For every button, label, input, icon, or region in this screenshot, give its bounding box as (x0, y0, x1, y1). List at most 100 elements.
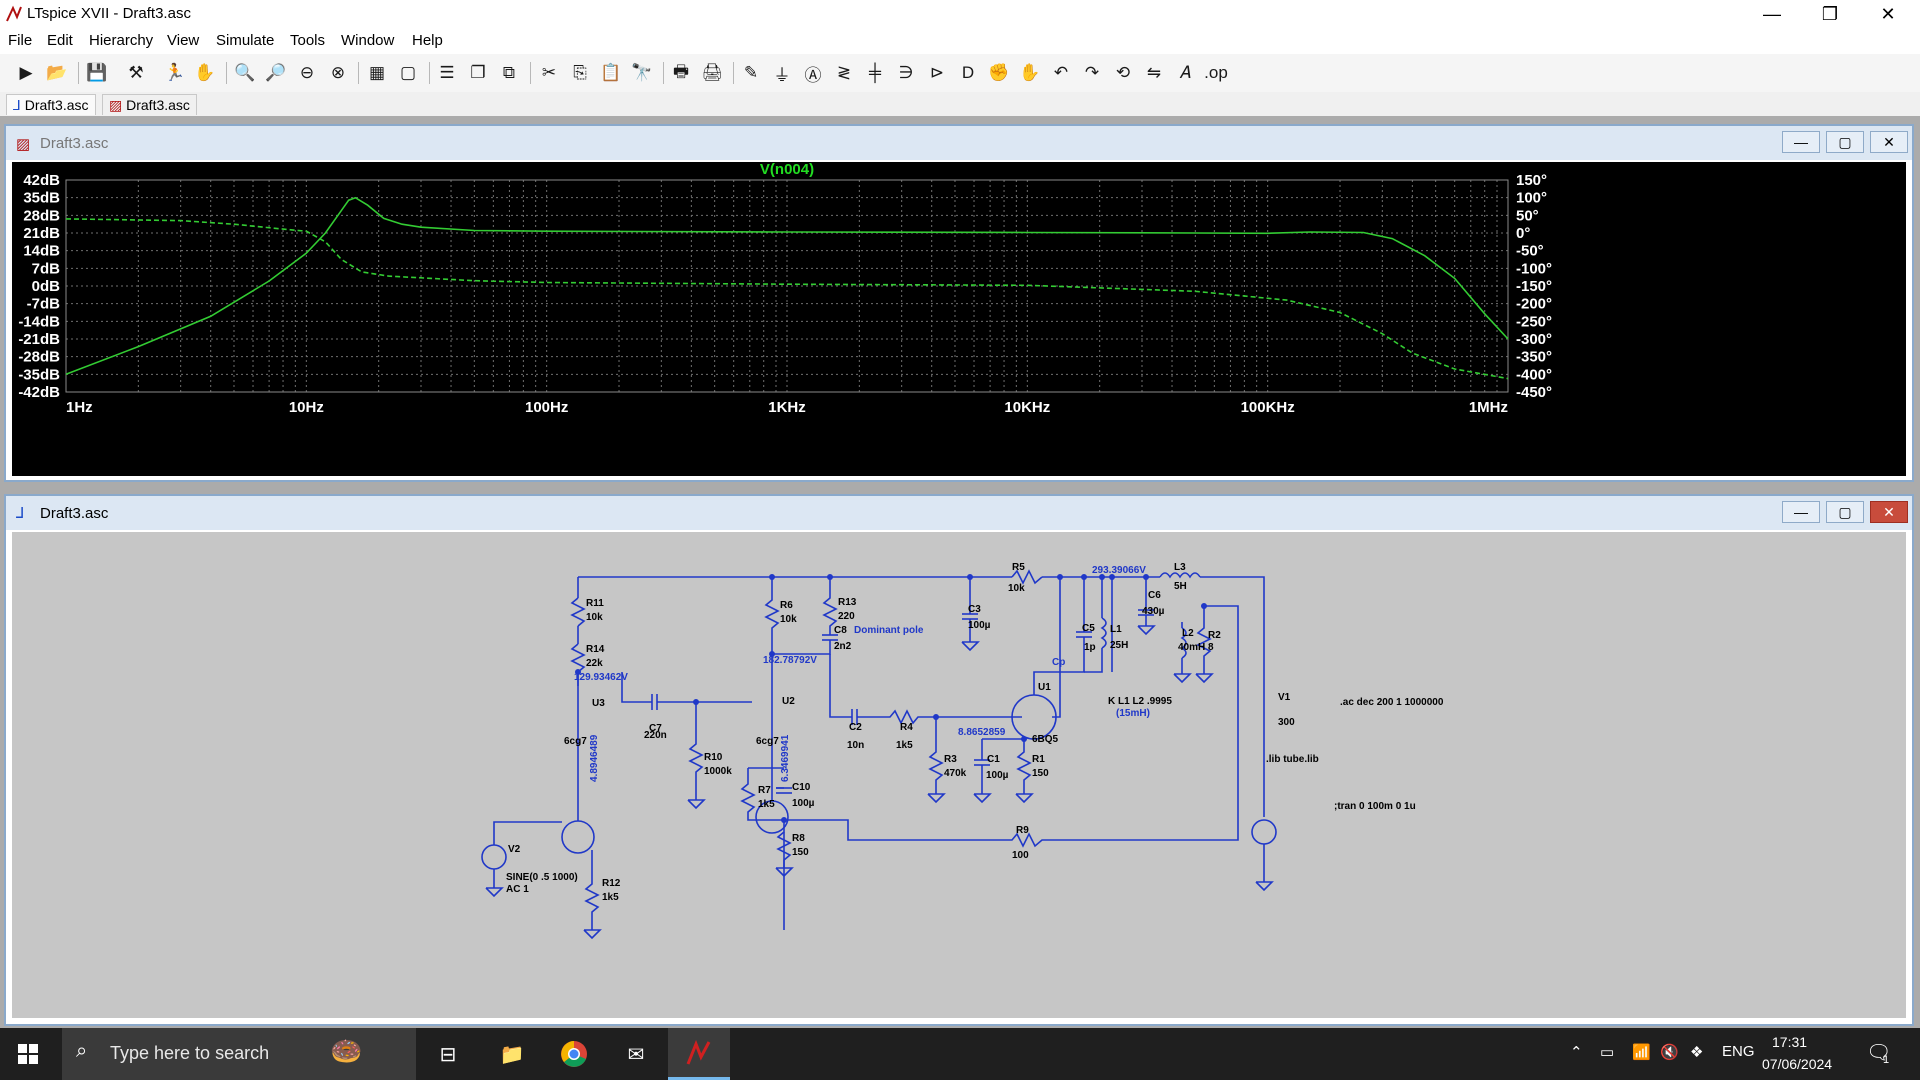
schematic-icon: ⅃ (13, 97, 21, 113)
schematic-window-titlebar[interactable]: ⅃ Draft3.asc — ▢ ✕ (6, 496, 1912, 530)
menu-simulate[interactable]: Simulate (216, 32, 275, 49)
waveform-close-button[interactable]: ✕ (1870, 131, 1908, 153)
node-voltage-3: 182.78792V (763, 655, 817, 666)
windows-start-icon[interactable] (18, 1044, 38, 1064)
draw-wire-icon[interactable]: ✎ (743, 63, 759, 82)
spice-comment-tran[interactable]: ;tran 0 100m 0 1u (1334, 801, 1416, 812)
run-simulation-icon[interactable]: 🏃 (164, 63, 186, 82)
capacitor-icon[interactable]: ╪ (868, 63, 882, 82)
y-left-tick-label: 14dB (23, 243, 60, 260)
minimize-button[interactable]: — (1763, 4, 1781, 24)
drag-hand-icon[interactable]: ✋ (1019, 63, 1041, 82)
close-button[interactable]: ✕ (1880, 4, 1896, 24)
schematic-canvas[interactable]: R11 10k R14 22k 129.93462V U3 6cg7 C7 22… (12, 532, 1906, 1018)
rotate-icon[interactable]: ⟲ (1115, 63, 1131, 82)
spice-directive-icon[interactable]: .op (1204, 63, 1228, 82)
cascade-icon[interactable]: ❐ (470, 63, 486, 82)
open-folder-icon[interactable]: 📂 (46, 63, 68, 82)
text-icon[interactable]: 𝐴 (1179, 63, 1191, 82)
component-icon[interactable]: D (961, 63, 975, 82)
waveform-minimize-button[interactable]: — (1782, 131, 1820, 153)
inductor-icon[interactable]: ∋ (898, 63, 914, 82)
plot-background (12, 162, 1906, 476)
find-icon[interactable]: 🔭 (631, 63, 653, 82)
waveform-maximize-button[interactable]: ▢ (1826, 131, 1864, 153)
schematic-close-button[interactable]: ✕ (1870, 501, 1908, 523)
trace-magnitude[interactable] (65, 196, 1509, 376)
dropbox-icon[interactable]: ❖ (1690, 1044, 1704, 1061)
undo-icon[interactable]: ↶ (1053, 63, 1069, 82)
tab-waveform[interactable]: ▨ Draft3.asc (102, 94, 197, 115)
schematic-window: ⅃ Draft3.asc — ▢ ✕ (4, 494, 1914, 1026)
move-hand-icon[interactable]: ✊ (988, 63, 1010, 82)
label-u2-model: 6cg7 (756, 736, 779, 747)
run-icon[interactable]: ▶ (19, 63, 33, 82)
network-icon[interactable]: 📶 (1632, 1044, 1651, 1061)
label-r1: R1 (1032, 754, 1045, 765)
mirror-icon[interactable]: ⇋ (1146, 63, 1162, 82)
control-panel-icon[interactable]: ⚒ (128, 63, 144, 82)
label-r6: R6 (780, 600, 793, 611)
cut-icon[interactable]: ✂ (541, 63, 557, 82)
schematic-maximize-button[interactable]: ▢ (1826, 501, 1864, 523)
y-left-tick-label: 28dB (23, 207, 60, 224)
label-c1-value: 100µ (986, 770, 1009, 781)
spice-directive-lib[interactable]: .lib tube.lib (1266, 754, 1319, 765)
print-icon[interactable]: 🖶 (672, 61, 690, 81)
delete-traces-icon[interactable]: ▢ (399, 63, 417, 82)
print-setup-icon[interactable]: 🖨 (701, 63, 723, 82)
tab-schematic[interactable]: ⅃ Draft3.asc (6, 94, 96, 115)
label-u3-model: 6cg7 (564, 736, 587, 747)
label-c10: C10 (792, 782, 811, 793)
volume-icon[interactable]: 🔇 (1660, 1044, 1679, 1061)
spice-directive-k[interactable]: K L1 L2 .9995 (1108, 696, 1172, 707)
pan-hand-icon[interactable]: ✋ (194, 63, 216, 82)
file-explorer-icon[interactable]: 📁 (499, 1043, 525, 1066)
menu-edit[interactable]: Edit (47, 32, 73, 49)
paste-icon[interactable]: 📋 (600, 63, 622, 82)
schematic-minimize-button[interactable]: — (1782, 501, 1820, 523)
clock-date[interactable]: 07/06/2024 (1762, 1056, 1833, 1072)
zoom-out-icon[interactable]: ⊖ (299, 63, 315, 82)
waveform-window-titlebar[interactable]: ▨ Draft3.asc — ▢ ✕ (6, 126, 1912, 160)
mail-icon[interactable]: ✉ (627, 1043, 645, 1066)
zoom-in-icon[interactable]: 🔍 (234, 63, 256, 82)
menu-view[interactable]: View (167, 32, 200, 49)
menu-window[interactable]: Window (341, 32, 395, 49)
taskbar-search-box[interactable]: ⌕ Type here to search 🍩 (62, 1028, 416, 1080)
trace-phase[interactable] (65, 218, 1509, 380)
label-net-icon[interactable]: Ⓐ (804, 65, 822, 85)
diode-icon[interactable]: ⊳ (929, 63, 945, 82)
redo-icon[interactable]: ↷ (1084, 63, 1100, 82)
menu-hierarchy[interactable]: Hierarchy (89, 32, 154, 49)
label-r1-value: 150 (1032, 768, 1049, 779)
clock-time[interactable]: 17:31 (1772, 1034, 1808, 1050)
menu-tools[interactable]: Tools (290, 32, 326, 49)
menu-file[interactable]: File (8, 32, 33, 49)
copy-icon[interactable]: ⎘ (573, 63, 587, 82)
menu-help[interactable]: Help (412, 32, 443, 49)
show-hidden-icons[interactable]: ⌃ (1570, 1044, 1583, 1061)
label-r14: R14 (586, 644, 605, 655)
maximize-button[interactable]: ❐ (1821, 4, 1839, 24)
tile-vertical-icon[interactable]: ⧉ (502, 63, 516, 82)
autorange-icon[interactable]: ▦ (368, 63, 386, 82)
resistor-icon[interactable]: ≷ (836, 63, 852, 82)
task-view-icon[interactable]: ⊟ (439, 1043, 457, 1066)
language-indicator[interactable]: ENG (1722, 1043, 1755, 1060)
ground-icon[interactable]: ⏚ (773, 65, 791, 85)
notification-icon[interactable]: 🗨 (1866, 1042, 1892, 1064)
zoom-fit-icon[interactable]: ⊗ (330, 63, 346, 82)
label-v2-ac: AC 1 (506, 884, 529, 895)
zoom-pan-icon[interactable]: 🔎 (265, 63, 287, 82)
spice-directive-ac[interactable]: .ac dec 200 1 1000000 (1340, 697, 1444, 708)
ltspice-taskbar-button[interactable] (668, 1028, 730, 1080)
y-right-tick-label: 100° (1516, 190, 1547, 207)
battery-icon[interactable]: ▭ (1600, 1044, 1615, 1061)
save-icon[interactable]: 💾 (86, 63, 108, 82)
trace-name-label[interactable]: V(n004) (760, 162, 814, 178)
tile-horizontal-icon[interactable]: ☰ (439, 63, 455, 82)
chrome-icon[interactable] (558, 1038, 590, 1070)
